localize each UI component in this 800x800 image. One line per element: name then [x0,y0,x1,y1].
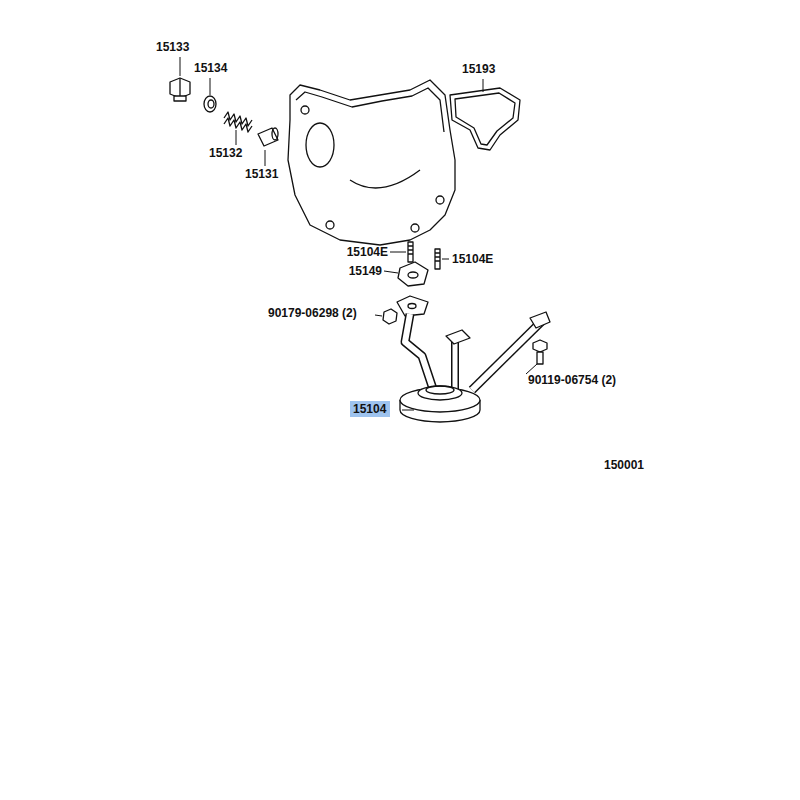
leader-lines [180,57,537,410]
stud [435,249,440,269]
part-number: 90179-06298 (2) [268,306,357,320]
part-number: 15131 [245,167,278,181]
part-number: 15104E [347,245,388,259]
part-number: 15133 [156,40,189,54]
relief-valve [258,128,278,146]
part-number: 15132 [209,146,242,160]
nut [383,309,397,324]
part-number: 90119-06754 (2) [528,373,616,387]
figure-number: 150001 [604,458,644,472]
part-number: 15104 [353,402,387,416]
part-number: 15193 [462,62,495,76]
drain-plug [170,78,190,101]
bolt [533,340,547,364]
highlighted-part-number: 15104 [350,401,390,417]
gasket [450,88,520,150]
stud [408,242,413,262]
part-number: 15134 [194,61,227,75]
oil-strainer [397,296,550,422]
washer [204,96,216,112]
pump-housing [288,80,455,245]
pump-plate [398,262,428,286]
part-number: 15104E [452,252,493,266]
relief-spring [224,112,252,132]
part-number: 15149 [349,264,382,278]
